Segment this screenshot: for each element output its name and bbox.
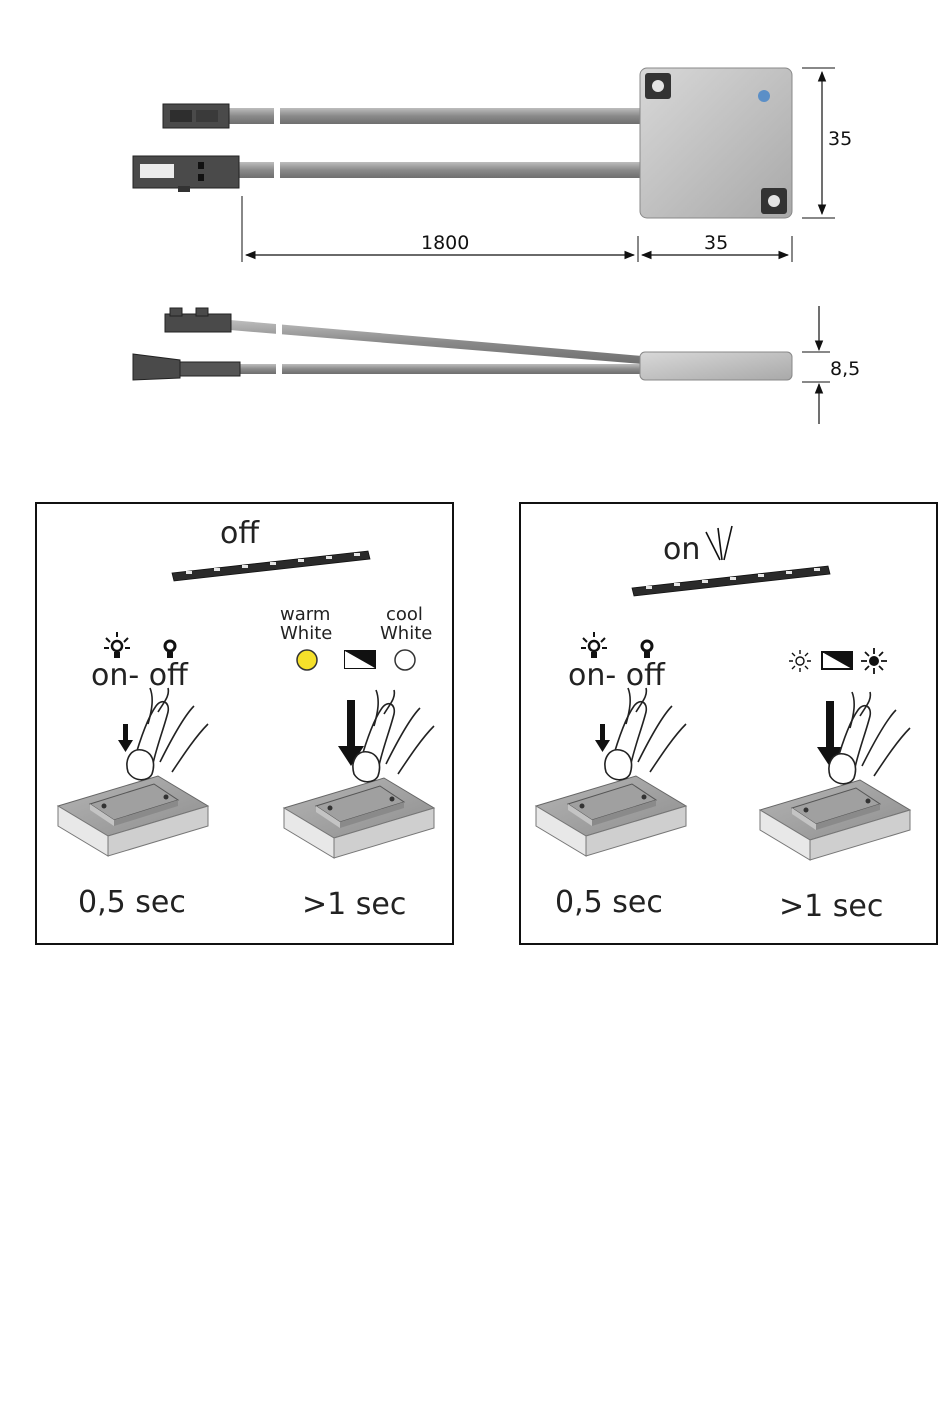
panel-off: off on- off 0,5 sec warm White cool Whit… [36,503,453,944]
dimmer-ramp-icon [345,651,375,668]
warm-label-1: warm [280,604,330,625]
panel-off-status: off [220,516,260,551]
cable-lower [238,162,642,178]
panel-off-left-time: 0,5 sec [78,885,186,920]
dim-box-height: 35 [828,128,852,150]
dimmer-ramp-icon [822,652,852,669]
panel-off-left-label: on- off [91,658,189,693]
indicator-led [758,90,770,102]
panel-on-left-label: on- off [568,658,666,693]
brightness-low-icon [789,650,811,672]
warm-white-dot [297,650,317,670]
dim-box-thickness: 8,5 [830,358,860,380]
cool-white-dot [395,650,415,670]
dim-cable-length: 1800 [421,232,469,254]
panel-on-right-time: >1 sec [779,889,883,924]
panel-on: on on- off 0,5 sec [520,503,937,944]
warm-label-2: White [280,623,332,644]
cable-upper [228,108,642,124]
connector-lower [133,156,239,192]
cool-label-2: White [380,623,432,644]
panel-on-left-time: 0,5 sec [555,885,663,920]
cable-side-lower [238,364,642,374]
connector-side-upper [165,308,231,332]
top-view: 35 1800 35 [133,68,852,262]
dim-box-width: 35 [704,232,728,254]
panel-off-right-time: >1 sec [302,887,406,922]
controller-box-side [640,352,792,380]
connector-upper [163,104,229,128]
connector-side-lower [133,354,240,380]
cool-label-1: cool [386,604,423,625]
panel-on-status: on [663,532,700,567]
side-view: 8,5 [133,306,860,424]
controller-box-top [640,68,792,218]
cable-side-upper [230,320,642,364]
